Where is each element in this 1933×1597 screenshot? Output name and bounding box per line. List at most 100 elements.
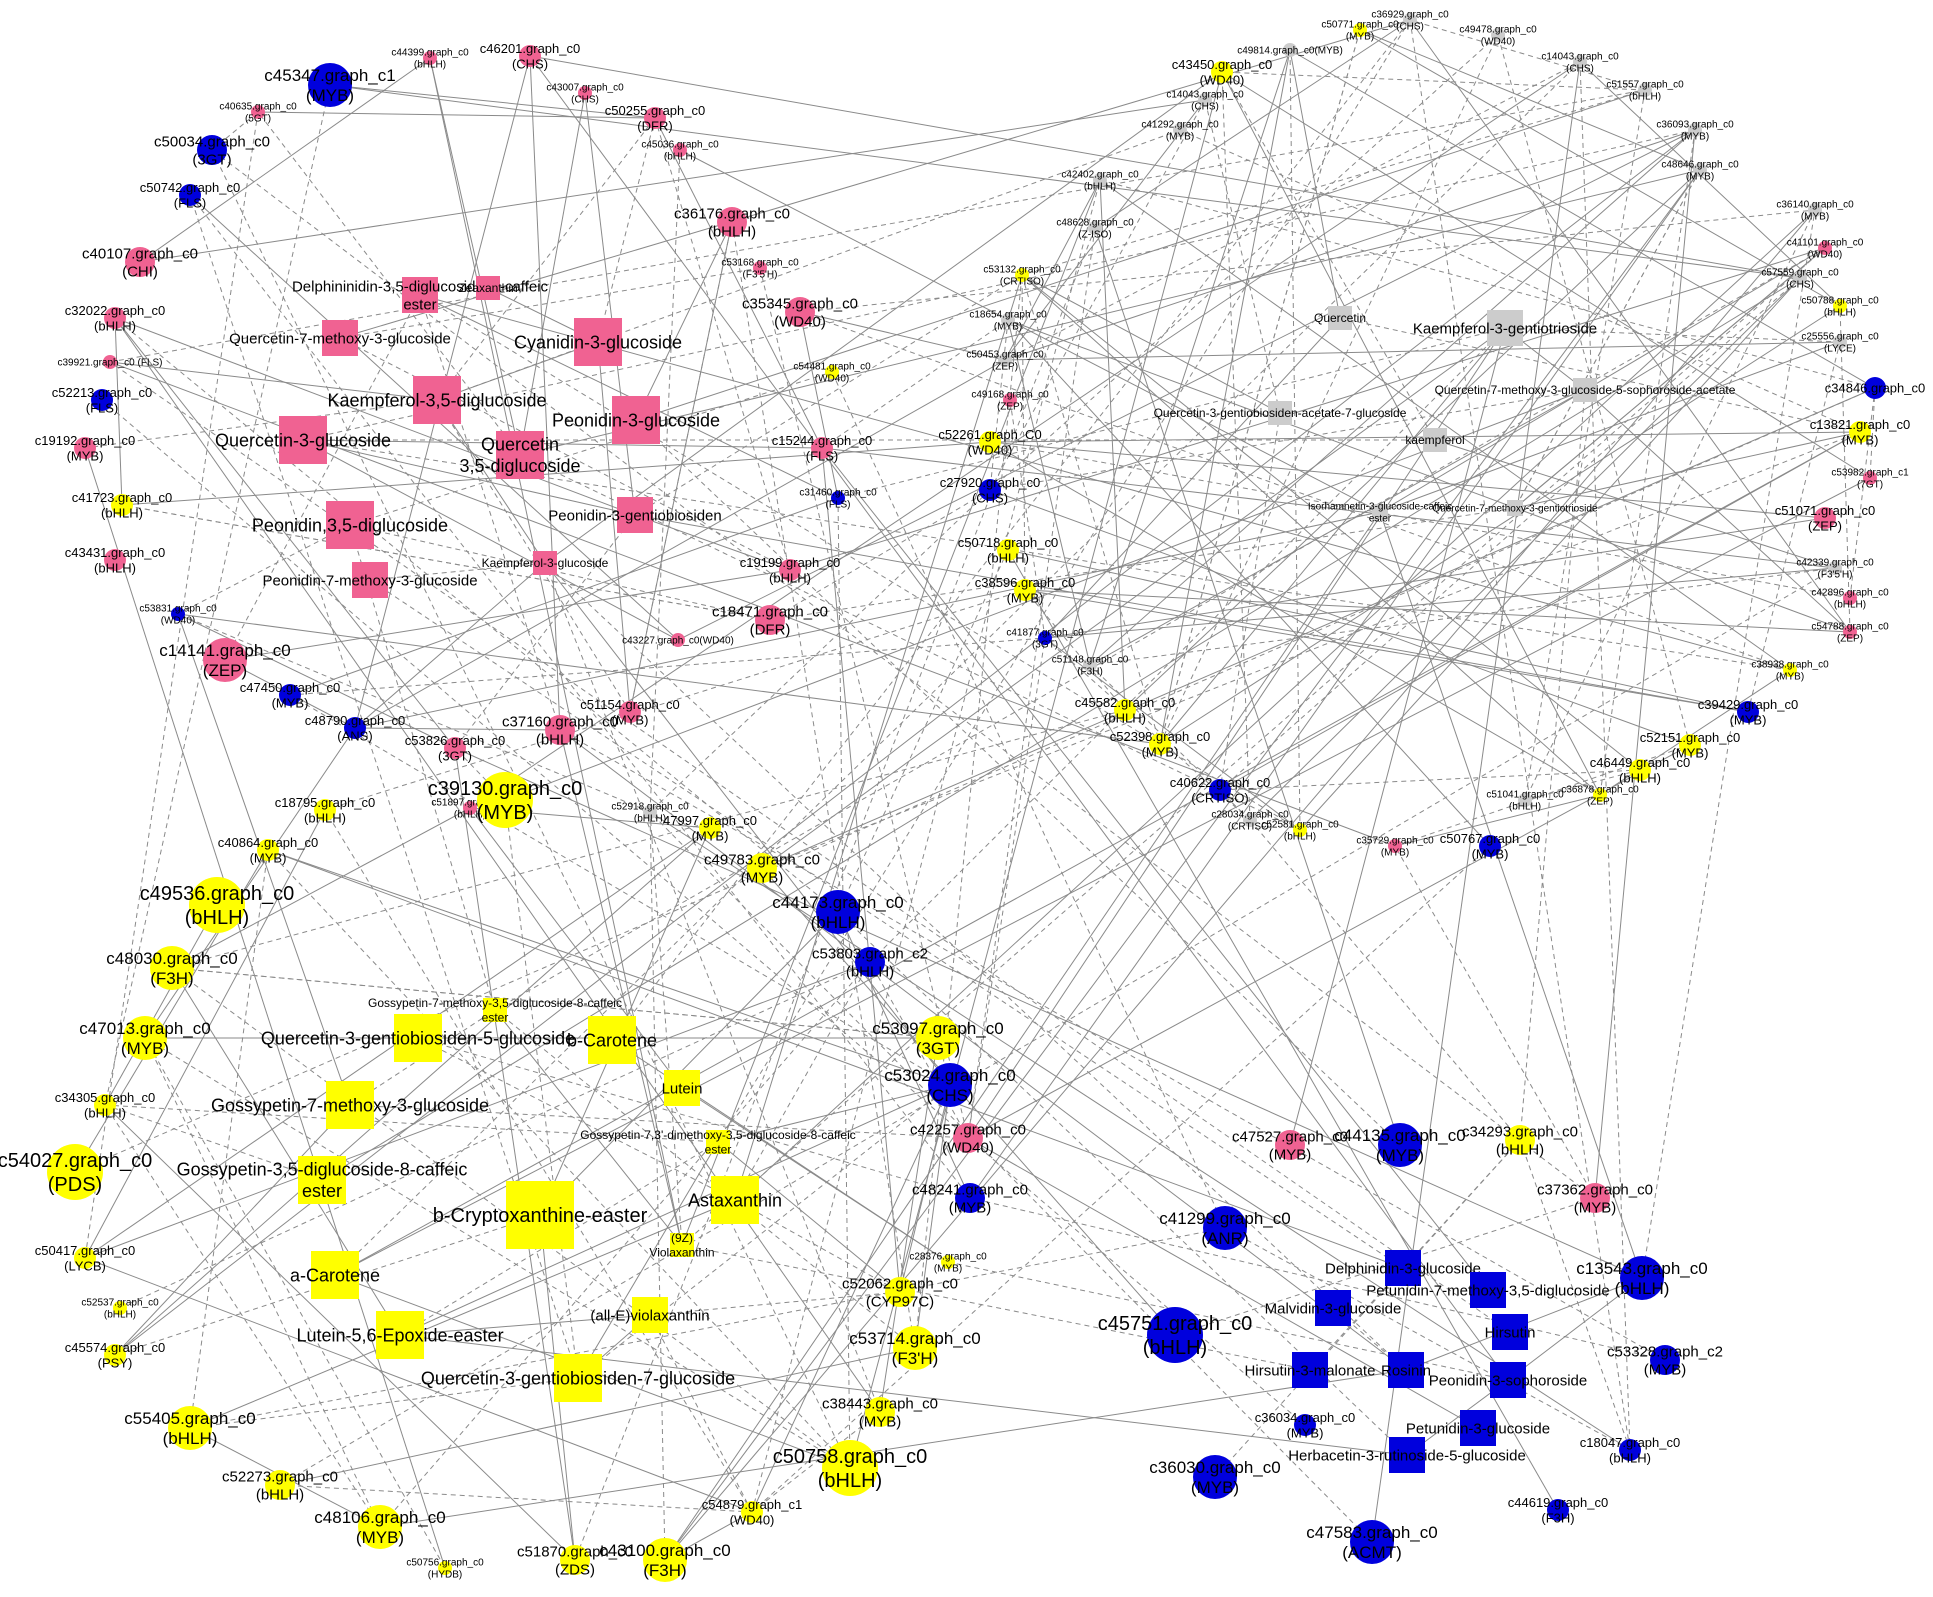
gene-node-circle[interactable] <box>1403 13 1417 27</box>
node-n-herb[interactable]: Herbacetin-3-rutinoside-5-glucoside <box>1288 1437 1526 1473</box>
metabolite-node-square[interactable] <box>1292 1352 1328 1388</box>
node-c36034[interactable]: c36034.graph_c0(MYB) <box>1255 1410 1355 1441</box>
node-c51148[interactable]: c51148.graph_c0(F3H) <box>1052 655 1129 678</box>
node-n-pet7m[interactable]: Petunidin-7-methoxy-3,5-diglucoside <box>1366 1272 1610 1308</box>
node-c52261[interactable]: c52261.graph_C0(WD40) <box>938 427 1041 458</box>
gene-node-circle[interactable] <box>171 607 185 621</box>
node-c25556[interactable]: c25556.graph_c0(LYCE) <box>1801 332 1879 355</box>
metabolite-node-square[interactable] <box>554 1354 602 1402</box>
node-n-q7m3g[interactable]: Quercetin-7-methoxy-3-glucoside <box>229 320 451 356</box>
metabolite-node-square[interactable] <box>413 376 461 424</box>
gene-node-circle[interactable] <box>1783 663 1797 677</box>
metabolite-node-square[interactable] <box>311 1251 359 1299</box>
gene-node-circle[interactable] <box>741 1501 763 1523</box>
gene-node-circle[interactable] <box>644 107 666 129</box>
node-c49478[interactable]: c49478.graph_c0(WD40) <box>1459 25 1537 48</box>
gene-node-circle[interactable] <box>1849 421 1871 443</box>
gene-node-circle[interactable] <box>779 559 801 581</box>
gene-node-circle[interactable] <box>111 494 133 516</box>
node-n-k3g[interactable]: Kaempferol-3-glucoside <box>482 551 609 575</box>
node-c13821[interactable]: c13821.graph_c0(MYB) <box>1810 417 1910 448</box>
node-c42402[interactable]: c42402.graph_c0(bHLH) <box>1061 170 1139 193</box>
gene-node-circle[interactable] <box>753 261 767 275</box>
node-c52398[interactable]: c52398.graph_c0(MYB) <box>1110 729 1210 760</box>
gene-node-circle[interactable] <box>643 805 657 819</box>
node-c32022[interactable]: c32022.graph_c0(bHLH) <box>65 303 165 334</box>
node-c42896[interactable]: c42896.graph_c0(bHLH) <box>1811 588 1889 611</box>
gene-node-circle[interactable] <box>123 1016 167 1060</box>
gene-node-circle[interactable] <box>1088 221 1102 235</box>
node-c43007[interactable]: c43007.graph_c0(CHS) <box>546 83 624 106</box>
node-c48628[interactable]: c48628.graph_c0(Z-ISO) <box>1056 218 1134 241</box>
metabolite-node-square[interactable] <box>352 562 388 598</box>
metabolite-node-square[interactable] <box>664 1070 700 1106</box>
node-c36140[interactable]: c36140.graph_c0(MYB) <box>1776 200 1854 223</box>
node-c14043b[interactable]: c14043.graph_c0(CHS) <box>1166 90 1244 113</box>
node-n-quercetin[interactable]: Quercetin <box>1314 306 1366 330</box>
gene-node-circle[interactable] <box>1275 1130 1305 1160</box>
node-c36030[interactable]: c36030.graph_c0(MYB) <box>1149 1455 1281 1499</box>
node-n-q3gb7g[interactable]: Quercetin-3-gentiobiosiden-7-glucoside <box>421 1354 735 1402</box>
gene-node-circle[interactable] <box>928 1063 972 1107</box>
gene-node-circle[interactable] <box>1518 793 1532 807</box>
gene-node-circle[interactable] <box>257 839 279 861</box>
gene-node-circle[interactable] <box>1843 625 1857 639</box>
node-c36929[interactable]: c36929.graph_c0(CHS) <box>1371 10 1449 33</box>
metabolite-node-square[interactable] <box>711 1176 759 1224</box>
metabolite-node-square[interactable] <box>574 318 622 366</box>
gene-node-circle[interactable] <box>1547 1499 1569 1521</box>
node-c43431[interactable]: c43431.graph_c0(bHLH) <box>65 545 165 576</box>
gene-node-circle[interactable] <box>104 1344 126 1366</box>
node-n-k3gt[interactable]: Kaempferol-3-gentiotrioside <box>1413 310 1597 346</box>
node-c53826[interactable]: c53826.graph_c0(3GT) <box>405 733 505 764</box>
node-c31460[interactable]: c31460.graph_c0(FLS) <box>799 488 877 511</box>
gene-node-circle[interactable] <box>251 105 265 119</box>
metabolite-node-square[interactable] <box>326 501 374 549</box>
gene-node-circle[interactable] <box>1283 43 1297 57</box>
metabolite-node-square[interactable] <box>1385 1250 1421 1286</box>
gene-node-circle[interactable] <box>825 365 839 379</box>
gene-node-circle[interactable] <box>1147 1307 1203 1363</box>
node-c51870[interactable]: c51870.graph_c0(ZDS) <box>517 1543 633 1578</box>
gene-node-circle[interactable] <box>1620 1256 1664 1300</box>
node-c55405[interactable]: c55405.graph_c0(bHLH) <box>124 1406 256 1450</box>
node-c50718[interactable]: c50718.graph_c0(bHLH) <box>958 535 1058 566</box>
gene-node-circle[interactable] <box>1003 393 1017 407</box>
node-n-kaemp[interactable]: kaempferol <box>1405 428 1465 452</box>
node-c40864[interactable]: c40864.graph_c0(MYB) <box>218 835 318 866</box>
gene-node-circle[interactable] <box>997 539 1019 561</box>
gene-node-circle[interactable] <box>344 717 366 739</box>
gene-node-circle[interactable] <box>1814 507 1836 529</box>
node-c40635[interactable]: c40635.graph_c0(5GT) <box>219 102 297 125</box>
metabolite-node-square[interactable] <box>1573 378 1597 402</box>
node-c50771[interactable]: c50771.graph_c0(MYB) <box>1321 20 1399 43</box>
node-c51557[interactable]: c51557.graph_c0(bHLH) <box>1606 80 1684 103</box>
metabolite-node-square[interactable] <box>1423 428 1447 452</box>
node-n-lutein[interactable]: Lutein <box>662 1070 703 1106</box>
gene-node-circle[interactable] <box>1864 377 1886 399</box>
metabolite-node-square[interactable] <box>376 1311 424 1359</box>
gene-node-circle[interactable] <box>444 737 466 759</box>
node-c36878[interactable]: c36878.graph_c0(ZEP) <box>1561 785 1639 808</box>
node-c34305[interactable]: c34305.graph_c0(bHLH) <box>55 1090 155 1121</box>
node-c52213[interactable]: c52213.graph_c0(FLS) <box>52 385 152 416</box>
gene-node-circle[interactable] <box>1828 561 1842 575</box>
gene-node-circle[interactable] <box>74 1247 96 1269</box>
metabolite-node-square[interactable] <box>326 1081 374 1129</box>
node-n-q3gb5g[interactable]: Quercetin-3-gentiobiosiden-5-glucoside <box>261 1014 575 1062</box>
node-c50255[interactable]: c50255.graph_c0(DFR) <box>605 103 705 134</box>
node-c50767[interactable]: c50767.graph_c0(MYB) <box>1440 831 1540 862</box>
node-c49814[interactable]: c49814.graph_c0(MYB) <box>1237 43 1343 57</box>
metabolite-node-square[interactable] <box>1389 1437 1425 1473</box>
node-c53714[interactable]: c53714.graph_c0(F3'H) <box>849 1326 981 1370</box>
gene-node-circle[interactable] <box>831 491 845 505</box>
node-c53328[interactable]: c53328.graph_c2(MYB) <box>1607 1343 1723 1378</box>
node-c43450[interactable]: c43450.graph_c0(WD40) <box>1172 57 1272 88</box>
gene-node-circle[interactable] <box>1808 203 1822 217</box>
node-n-k35dg[interactable]: Kaempferol-3,5-diglucoside <box>327 376 547 424</box>
metabolite-node-square[interactable] <box>1268 401 1292 425</box>
gene-node-circle[interactable] <box>747 853 777 883</box>
gene-node-circle[interactable] <box>885 1277 915 1307</box>
